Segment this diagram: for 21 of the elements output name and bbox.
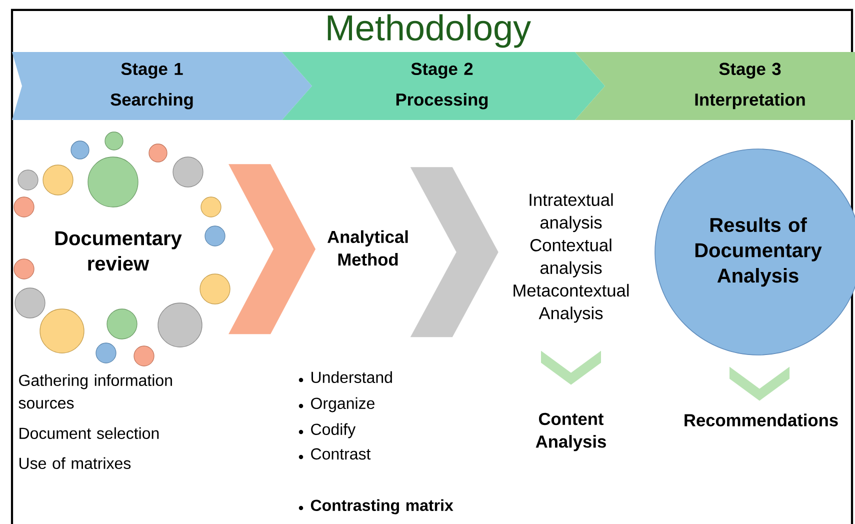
review-text: Documentary review [55, 231, 182, 271]
stage-banner: Stage 3 Interpretation [575, 52, 855, 120]
list-item: Codify [298, 423, 356, 438]
step-text: Analytical Method [328, 230, 408, 266]
step-text: Intratextual analysis Contextual analysis Metacontextual Analysis [514, 193, 629, 323]
step-text: Content Analysis [536, 412, 606, 452]
note-text: Document selection [20, 427, 159, 439]
list-item: Contrasting matrix [298, 499, 454, 514]
chevron-arrow [410, 167, 498, 338]
title: Methodology [328, 14, 531, 48]
list-item: Understand [298, 371, 392, 383]
note-text: Use of matrixes [20, 457, 131, 469]
step-text: Recommendations [684, 414, 838, 426]
list-item: Organize [298, 397, 374, 412]
list-item: Contrast [298, 448, 371, 460]
chevron-arrow [541, 350, 601, 385]
chevron-arrow [730, 366, 790, 401]
stage-banner: Stage 1 Searching [12, 52, 312, 120]
stage-banner: Stage 2 Processing [282, 52, 606, 120]
note-text: Gathering information sources [18, 374, 172, 409]
chevron-arrow [228, 164, 316, 334]
